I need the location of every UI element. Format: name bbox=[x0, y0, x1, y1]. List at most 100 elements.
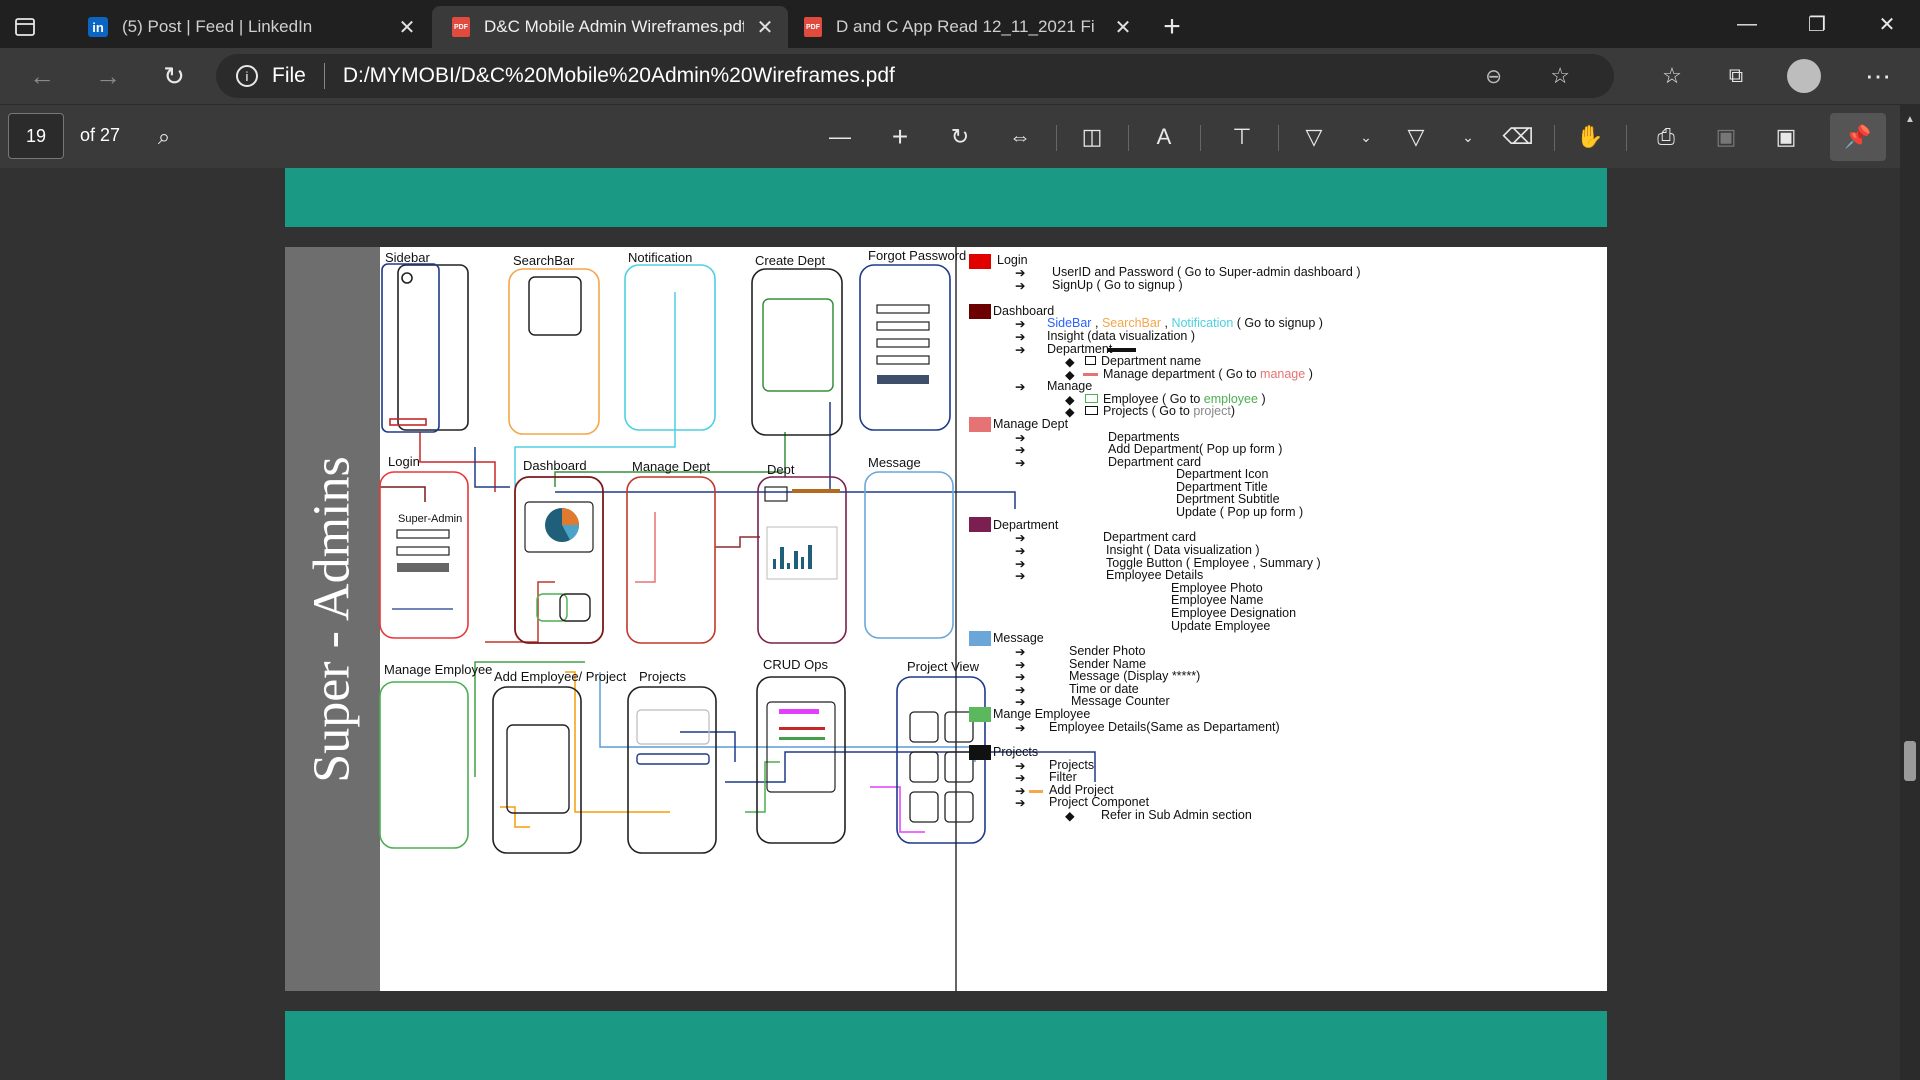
page-view-icon: ◫ bbox=[1081, 124, 1103, 149]
tab-actions-icon bbox=[15, 18, 35, 36]
legend-text: Filter bbox=[1049, 770, 1077, 784]
legend-swatch-department bbox=[969, 517, 991, 532]
search-icon: ⌕ bbox=[157, 124, 171, 149]
legend-text: Employee Details(Same as Departament) bbox=[1049, 720, 1280, 734]
favorites-icon: ☆ bbox=[1662, 63, 1682, 88]
arrow-left-icon: ← bbox=[29, 60, 55, 91]
legend-text: Departments bbox=[1108, 430, 1180, 444]
diamond-icon: ◆ bbox=[1065, 368, 1075, 382]
add-text-button[interactable]: ⊤ bbox=[1222, 117, 1262, 157]
vertical-scrollbar[interactable]: ▲ bbox=[1900, 104, 1920, 1080]
fit-width-icon: ⇔ bbox=[1009, 124, 1031, 149]
legend-bar-glyph bbox=[1083, 373, 1098, 376]
add-favorite-icon[interactable]: ☆ bbox=[1550, 63, 1570, 88]
legend-text: Department bbox=[1047, 342, 1113, 356]
refresh-button[interactable]: ↻ bbox=[154, 56, 194, 96]
arrow-icon: ➔ bbox=[1015, 266, 1026, 280]
legend-text: Employee Designation bbox=[1171, 606, 1297, 620]
dashboard-screen-label: Dashboard bbox=[523, 458, 587, 473]
info-icon: i bbox=[236, 65, 258, 87]
close-icon: ✕ bbox=[1878, 13, 1896, 36]
erase-button[interactable]: ⌫ bbox=[1498, 117, 1538, 157]
divider bbox=[1128, 125, 1129, 151]
back-button[interactable]: ← bbox=[22, 56, 62, 96]
fit-page-button[interactable]: ⇔ bbox=[1000, 117, 1040, 157]
chevron-down-icon: ⌄ bbox=[1360, 128, 1372, 145]
print-button[interactable]: ⎙ bbox=[1646, 117, 1686, 157]
profile-button[interactable] bbox=[1784, 56, 1824, 96]
minus-icon: — bbox=[829, 124, 851, 149]
super-admin-label: Super-Admin bbox=[398, 513, 463, 525]
zoom-in-button[interactable]: + bbox=[880, 117, 920, 157]
legend-text: Projects bbox=[1049, 758, 1095, 772]
add-employee-project-screen-label: Add Employee/ Project bbox=[494, 669, 627, 684]
settings-menu-button[interactable]: ⋯ bbox=[1858, 56, 1898, 96]
zoom-out-icon[interactable]: ⊖ bbox=[1485, 65, 1502, 88]
scrollbar-thumb[interactable] bbox=[1904, 741, 1916, 781]
page-view-button[interactable]: ◫ bbox=[1072, 117, 1112, 157]
legend-text: Department name bbox=[1101, 354, 1202, 368]
navigation-bar: ← → ↻ i File D:/MYMOBI/D&C%20Mobile%20Ad… bbox=[0, 48, 1920, 104]
legend-manage-dept-title: Manage Dept bbox=[993, 417, 1069, 431]
legend-manage-employee-title: Mange Employee bbox=[993, 707, 1091, 721]
pin-toolbar-button[interactable]: 📌 bbox=[1830, 113, 1886, 161]
legend-swatch-manage-employee bbox=[969, 707, 991, 722]
forgot-password-screen-label: Forgot Password bbox=[868, 248, 967, 263]
tab-title: D and C App Read 12_11_2021 Fi bbox=[836, 17, 1095, 36]
url-text: D:/MYMOBI/D&C%20Mobile%20Admin%20Wirefra… bbox=[342, 64, 895, 87]
arrow-icon: ➔ bbox=[1015, 683, 1026, 697]
arrow-icon: ➔ bbox=[1015, 784, 1026, 798]
minimize-button[interactable]: — bbox=[1712, 0, 1782, 48]
restore-button[interactable]: ❐ bbox=[1782, 0, 1852, 48]
tab-actions-menu[interactable] bbox=[14, 6, 58, 48]
close-icon[interactable]: ✕ bbox=[1114, 16, 1132, 39]
highlight-icon: ▽ bbox=[1407, 124, 1425, 149]
new-tab-button[interactable]: + bbox=[1150, 6, 1194, 48]
legend-text: Employee Name bbox=[1171, 593, 1264, 607]
teal-band-top bbox=[285, 168, 1607, 227]
close-icon[interactable]: ✕ bbox=[756, 16, 774, 39]
rotate-button[interactable]: ↻ bbox=[940, 117, 980, 157]
page-count: of 27 bbox=[80, 125, 121, 145]
diamond-icon: ◆ bbox=[1065, 405, 1075, 419]
arrow-icon: ➔ bbox=[1015, 279, 1026, 293]
zoom-out-button[interactable]: — bbox=[820, 117, 860, 157]
search-button[interactable]: ⌕ bbox=[144, 117, 184, 157]
collections-icon: ⧉ bbox=[1728, 64, 1744, 87]
refresh-icon: ↻ bbox=[163, 60, 185, 91]
save-button[interactable]: ▣ bbox=[1706, 117, 1746, 157]
legend-employee-line: Employee ( Go to employee ) bbox=[1103, 392, 1266, 406]
tab-app-read-pdf[interactable]: PDF D and C App Read 12_11_2021 Fi ✕ bbox=[790, 6, 1146, 48]
read-aloud-button[interactable]: A bbox=[1144, 117, 1184, 157]
arrow-icon: ➔ bbox=[1015, 569, 1026, 583]
avatar bbox=[1787, 59, 1821, 93]
forward-button[interactable]: → bbox=[88, 56, 128, 96]
message-screen-label: Message bbox=[868, 455, 921, 470]
legend-bar-glyph bbox=[1108, 348, 1136, 352]
touch-write-button[interactable]: ✋ bbox=[1570, 117, 1610, 157]
draw-options-dropdown[interactable]: ⌄ bbox=[1346, 117, 1386, 157]
close-icon[interactable]: ✕ bbox=[398, 16, 416, 39]
favorites-button[interactable]: ☆ bbox=[1652, 56, 1692, 96]
legend-text: UserID and Password ( Go to Super-admin … bbox=[1052, 265, 1361, 279]
collections-button[interactable]: ⧉ bbox=[1716, 56, 1756, 96]
print-icon: ⎙ bbox=[1657, 124, 1675, 149]
arrow-icon: ➔ bbox=[1015, 771, 1026, 785]
linkedin-icon: in bbox=[88, 17, 108, 37]
legend-text: Update ( Pop up form ) bbox=[1176, 505, 1304, 519]
page-number-input[interactable]: 19 bbox=[8, 113, 64, 159]
legend-swatch-login bbox=[969, 254, 991, 269]
arrow-icon: ➔ bbox=[1015, 658, 1026, 672]
save-as-button[interactable]: ▣ bbox=[1766, 117, 1806, 157]
close-window-button[interactable]: ✕ bbox=[1852, 0, 1920, 48]
save-as-icon: ▣ bbox=[1775, 124, 1797, 149]
tab-wireframes-pdf[interactable]: PDF D&C Mobile Admin Wireframes.pdf ✕ bbox=[432, 6, 788, 48]
scroll-up-icon[interactable]: ▲ bbox=[1905, 114, 1915, 125]
highlight-button[interactable]: ▽ bbox=[1396, 117, 1436, 157]
address-bar[interactable]: i File D:/MYMOBI/D&C%20Mobile%20Admin%20… bbox=[216, 54, 1614, 98]
draw-button[interactable]: ▽ bbox=[1294, 117, 1334, 157]
pdf-viewer[interactable]: Super - Admins bbox=[0, 168, 1900, 1080]
highlight-options-dropdown[interactable]: ⌄ bbox=[1448, 117, 1488, 157]
tab-linkedin[interactable]: in (5) Post | Feed | LinkedIn ✕ bbox=[70, 6, 430, 48]
divider bbox=[1056, 125, 1057, 151]
